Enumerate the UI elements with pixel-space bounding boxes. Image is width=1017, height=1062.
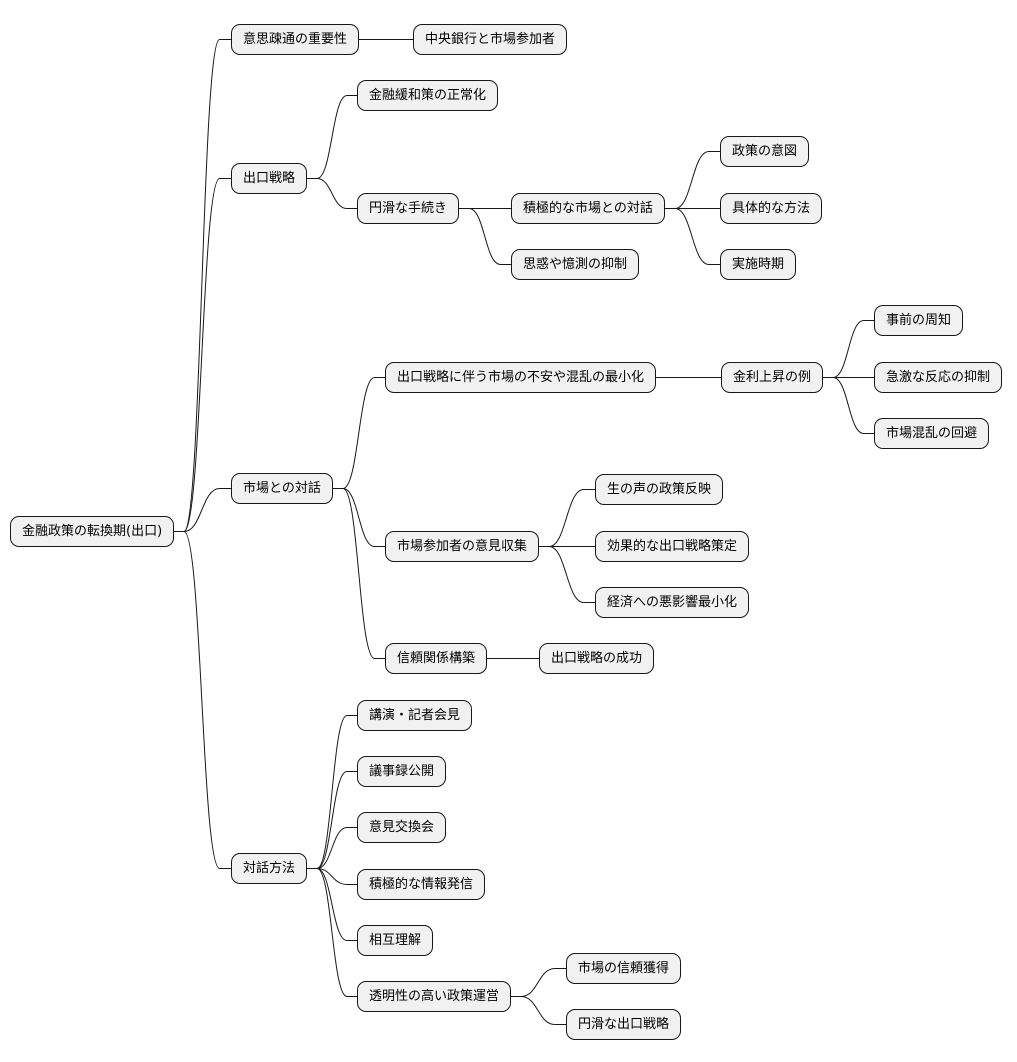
connector-b4c3 [307,827,357,869]
connector-b3c1a3 [823,377,874,434]
branch-importance[interactable]: 意思疎通の重要性 [231,24,360,55]
node-build-trust[interactable]: 信頼関係構築 [385,643,488,674]
node-smooth-procedure[interactable]: 円滑な手続き [357,193,460,224]
connector-b3c1a1 [823,320,874,378]
node-collect-opinions[interactable]: 市場参加者の意見収集 [385,531,540,562]
connector-b3c1 [333,377,385,489]
connector-b4c6 [307,868,357,997]
connector-b4c6a [511,968,566,997]
connector-b2 [174,178,231,532]
node-transparent-policy[interactable]: 透明性の高い政策運営 [357,981,512,1012]
node-central-bank-market[interactable]: 中央銀行と市場参加者 [413,24,568,55]
connector-b2c2 [307,178,357,209]
node-rate-hike-example[interactable]: 金利上昇の例 [721,362,824,393]
connector-b3c3 [333,488,385,659]
node-concrete-method[interactable]: 具体的な方法 [720,193,823,224]
branch-exit-strategy[interactable]: 出口戦略 [231,163,308,194]
connector-b4c6b [511,996,566,1025]
connector-b2c2a3 [665,208,720,265]
connector-b4c4 [307,868,357,885]
connector-b3c2 [333,488,385,547]
node-suppress-speculation[interactable]: 思惑や憶測の抑制 [511,249,640,280]
node-policy-intent[interactable]: 政策の意図 [720,136,810,167]
root-node[interactable]: 金融政策の転換期(出口) [10,516,175,547]
node-advance-notice[interactable]: 事前の周知 [874,305,964,336]
node-exchange-meetings[interactable]: 意見交換会 [357,812,447,843]
connector-b1 [174,39,231,532]
node-market-trust[interactable]: 市場の信頼獲得 [566,953,682,984]
node-reflect-voices[interactable]: 生の声の政策反映 [595,474,724,505]
branch-market-dialogue[interactable]: 市場との対話 [231,473,333,504]
node-minutes[interactable]: 議事録公開 [357,756,447,787]
connector-b2c1 [307,95,357,179]
node-timing[interactable]: 実施時期 [720,249,797,280]
connector-b3 [174,488,231,532]
connector-b3c2a [539,489,595,547]
node-avoid-turmoil[interactable]: 市場混乱の回避 [874,418,990,449]
node-smooth-exit[interactable]: 円滑な出口戦略 [566,1009,682,1040]
node-minimize-impact[interactable]: 経済への悪影響最小化 [595,587,750,618]
node-active-dialogue[interactable]: 積極的な市場との対話 [511,193,665,224]
node-speeches[interactable]: 講演・記者会見 [357,700,473,731]
node-active-info[interactable]: 積極的な情報発信 [357,869,486,900]
node-normalization[interactable]: 金融緩和策の正常化 [357,80,499,111]
connector-b4c1 [307,715,357,869]
node-mutual-understanding[interactable]: 相互理解 [357,925,434,956]
node-effective-strategy[interactable]: 効果的な出口戦略策定 [595,531,750,562]
branch-dialogue-methods[interactable]: 対話方法 [231,853,308,884]
connector-b2c2a1 [665,151,720,209]
connector-b4 [174,531,231,869]
node-exit-success[interactable]: 出口戦略の成功 [539,643,655,674]
node-minimize-anxiety[interactable]: 出口戦略に伴う市場の不安や混乱の最小化 [385,362,657,393]
connector-b4c2 [307,771,357,869]
node-suppress-sharp-reaction[interactable]: 急激な反応の抑制 [874,362,1003,393]
connector-b3c2c [539,546,595,603]
connector-b2c2b [459,208,511,265]
